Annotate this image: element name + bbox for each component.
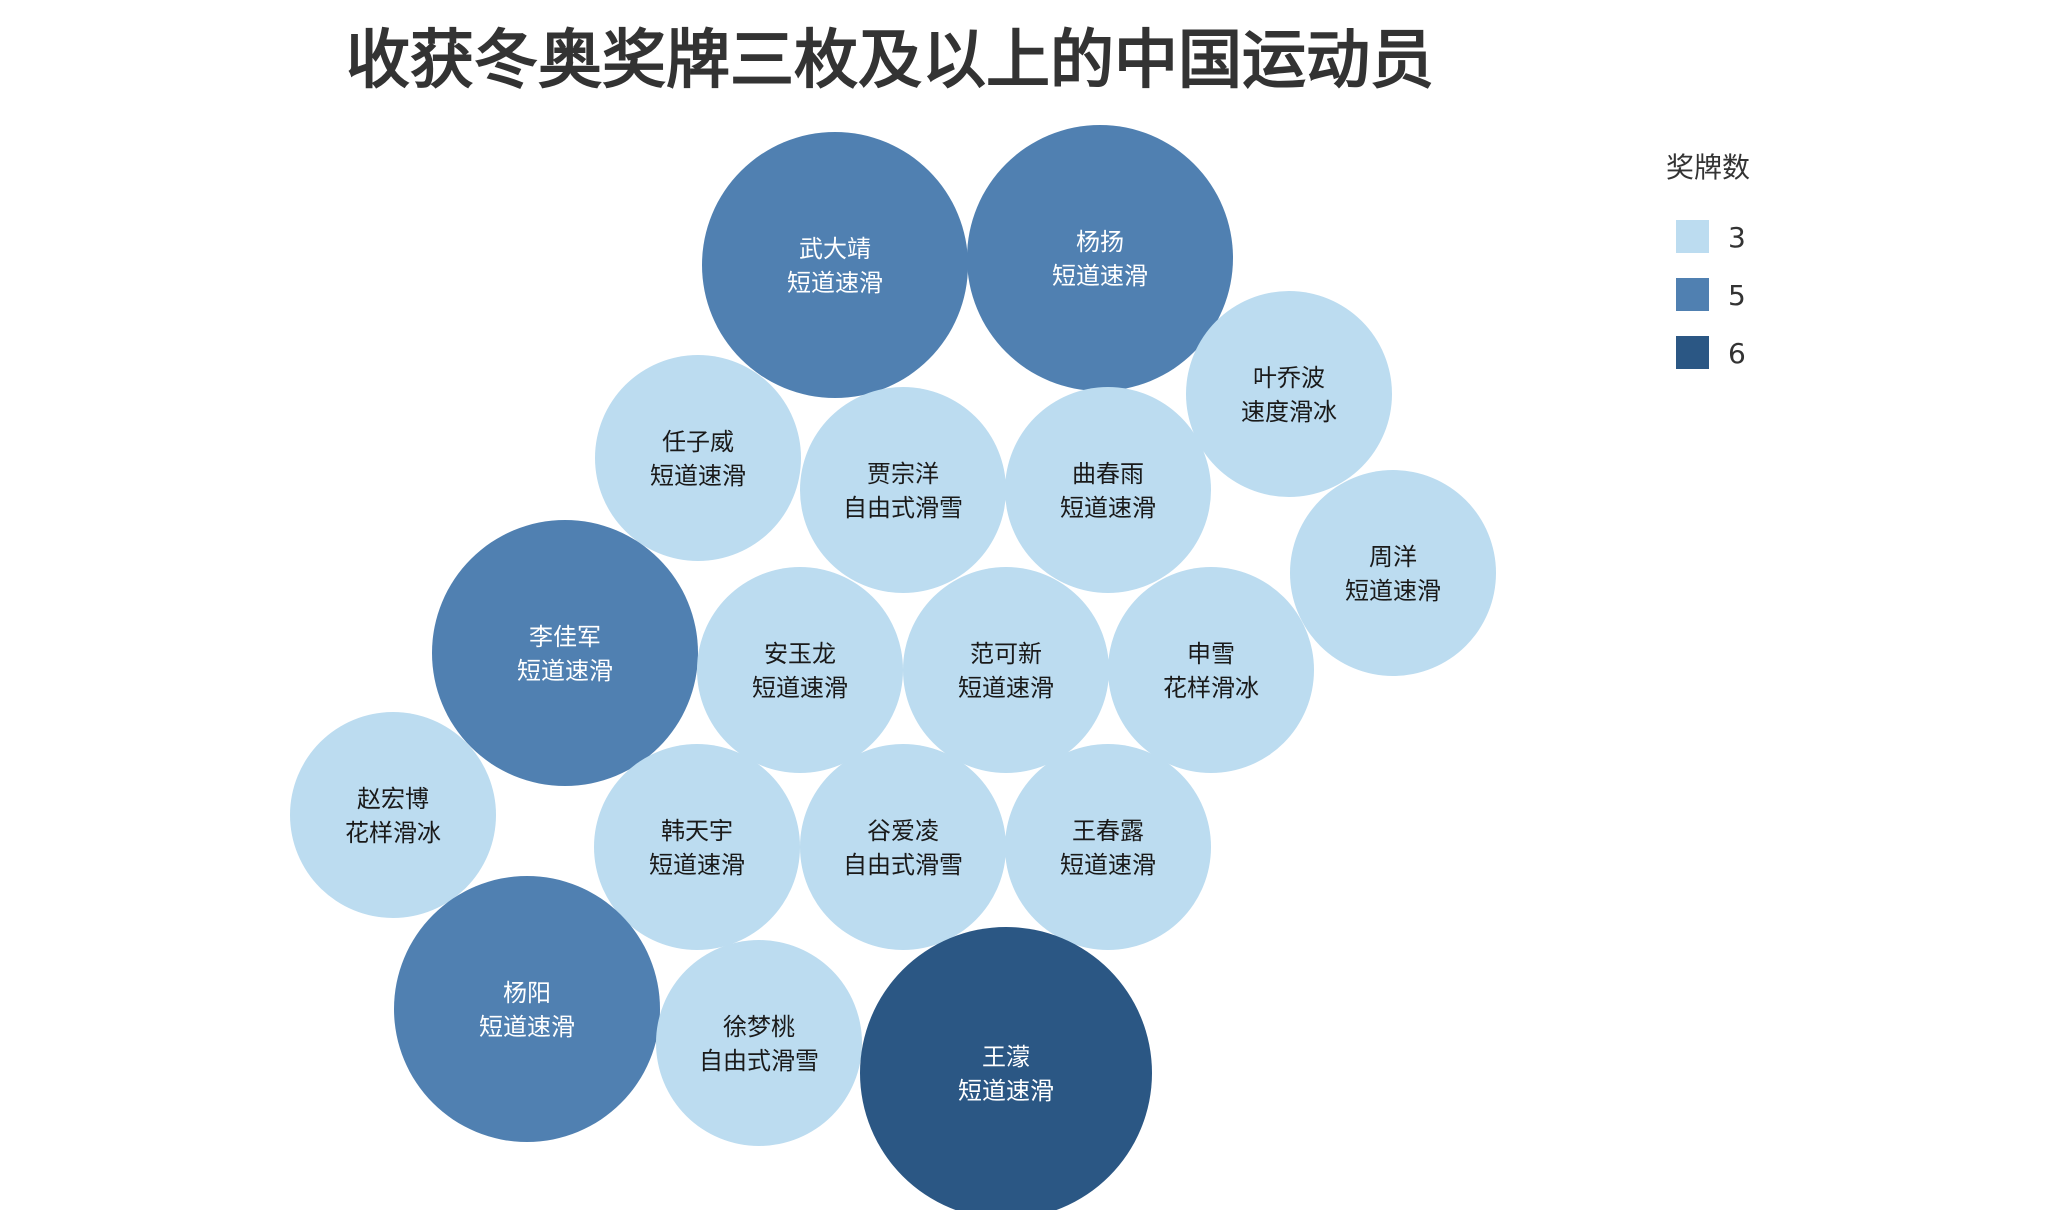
bubble-circle [656, 940, 862, 1146]
legend-label: 5 [1728, 279, 1746, 312]
bubble-circle [1186, 291, 1392, 497]
bubble-name-label: 武大靖 [799, 235, 871, 263]
bubble-name-label: 周洋 [1369, 543, 1417, 571]
bubble-sport-label: 速度滑冰 [1241, 398, 1337, 426]
bubble-sport-label: 自由式滑雪 [843, 851, 963, 879]
bubble-circle [702, 132, 968, 398]
bubble-name-label: 赵宏博 [357, 785, 429, 813]
bubble-name-label: 曲春雨 [1072, 460, 1144, 488]
bubble-circle [860, 927, 1152, 1210]
bubble-name-label: 申雪 [1187, 640, 1235, 668]
legend: 奖牌数 3 5 6 [1666, 151, 1750, 370]
bubble-circle [1005, 387, 1211, 593]
legend-swatch [1676, 336, 1709, 369]
bubble-name-label: 王濛 [982, 1043, 1030, 1071]
bubble-name-label: 任子威 [662, 428, 734, 456]
bubble-sport-label: 短道速滑 [1345, 577, 1441, 605]
bubble-circle [290, 712, 496, 918]
bubble-name-label: 李佳军 [529, 623, 601, 651]
bubble-name-label: 范可新 [970, 640, 1042, 668]
legend-swatch [1676, 278, 1709, 311]
bubble-sport-label: 短道速滑 [517, 657, 613, 685]
bubble-sport-label: 短道速滑 [650, 462, 746, 490]
bubble-name-label: 韩天宇 [661, 817, 733, 845]
bubble-sport-label: 短道速滑 [752, 674, 848, 702]
bubble-name-label: 安玉龙 [764, 640, 836, 668]
bubble-sport-label: 短道速滑 [649, 851, 745, 879]
bubble-circle [595, 355, 801, 561]
legend-label: 3 [1728, 221, 1746, 254]
bubble-sport-label: 自由式滑雪 [699, 1047, 819, 1075]
bubble-name-label: 杨阳 [503, 979, 551, 1007]
bubble-circle [432, 520, 698, 786]
bubbles-group: 武大靖短道速滑杨扬短道速滑叶乔波速度滑冰任子威短道速滑贾宗洋自由式滑雪曲春雨短道… [290, 125, 1496, 1210]
bubble-circle [903, 567, 1109, 773]
legend-label: 6 [1728, 337, 1746, 370]
bubble-sport-label: 短道速滑 [1060, 494, 1156, 522]
bubble-sport-label: 短道速滑 [787, 269, 883, 297]
bubble-sport-label: 花样滑冰 [1163, 674, 1259, 702]
bubble-name-label: 贾宗洋 [867, 460, 939, 488]
bubble-name-label: 谷爱凌 [867, 817, 939, 845]
bubble-sport-label: 短道速滑 [1052, 262, 1148, 290]
bubble-sport-label: 短道速滑 [1060, 851, 1156, 879]
bubble-name-label: 徐梦桃 [723, 1013, 795, 1041]
bubble-sport-label: 短道速滑 [958, 1077, 1054, 1105]
bubble-sport-label: 自由式滑雪 [843, 494, 963, 522]
bubble-circle [1290, 470, 1496, 676]
bubble-circle [800, 387, 1006, 593]
bubble-sport-label: 花样滑冰 [345, 819, 441, 847]
chart-title: 收获冬奥奖牌三枚及以上的中国运动员 [346, 24, 1434, 98]
bubble-sport-label: 短道速滑 [958, 674, 1054, 702]
bubble-name-label: 叶乔波 [1253, 364, 1325, 392]
bubble-circle [800, 744, 1006, 950]
bubble-name-label: 杨扬 [1076, 228, 1124, 256]
bubble-name-label: 王春露 [1072, 817, 1144, 845]
bubble-circle [594, 744, 800, 950]
bubble-circle [967, 125, 1233, 391]
legend-title: 奖牌数 [1666, 151, 1750, 184]
bubble-circle [1108, 567, 1314, 773]
bubble-circle [1005, 744, 1211, 950]
bubble-circle [394, 876, 660, 1142]
legend-swatch [1676, 220, 1709, 253]
bubble-circle [697, 567, 903, 773]
bubble-sport-label: 短道速滑 [479, 1013, 575, 1041]
